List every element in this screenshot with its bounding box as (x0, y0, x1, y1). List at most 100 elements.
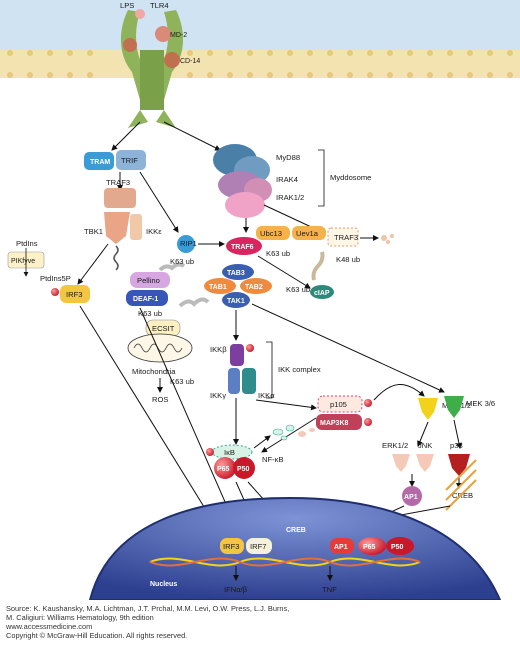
tab2-label: TAB2 (245, 284, 263, 291)
arrow-tak1-to-mek36 (251, 303, 445, 393)
myddosome-complex (213, 144, 272, 218)
ikke-label: IKKε (146, 227, 162, 236)
jnk-label: JNK (418, 441, 432, 450)
tlr4-label: TLR4 (150, 1, 169, 10)
trif-protein (116, 150, 146, 170)
arrow-deaf1-to-nucleus (139, 307, 241, 537)
ikk-bracket (266, 341, 273, 399)
creb-cyto-label: CREB (452, 491, 473, 500)
mitochondrion (127, 333, 193, 363)
arrow-mek12-to-erk (417, 421, 429, 447)
ptdins-label: PtdIns (16, 239, 38, 248)
ecsit-label: ECSIT (152, 324, 175, 333)
ros-label: ROS (152, 395, 168, 404)
dna-strand-2 (149, 557, 421, 567)
myd88-label: MyD88 (276, 153, 300, 162)
pikfyve-label: PIKfyve (11, 258, 35, 265)
ikk-complex-label: IKK complex (278, 365, 321, 374)
arrow-ikk-to-p105 (255, 399, 317, 411)
trif-label: TRIF (121, 156, 138, 165)
ciap-protein (310, 285, 334, 299)
tab3-label: TAB3 (227, 270, 245, 277)
ikka-label: IKKα (258, 391, 275, 400)
traf3-right-label: TRAF3 (334, 233, 358, 242)
tram-protein (84, 152, 114, 170)
uev1a-label: Uev1a (296, 229, 319, 238)
mek12-protein (418, 398, 438, 420)
mitochondria-label: Mitochondria (132, 367, 176, 376)
md2-label: MD-2 (170, 32, 187, 39)
plasma-membrane (0, 50, 520, 78)
nfkb-label: NF-κB (262, 455, 284, 464)
tak1-label: TAK1 (227, 298, 245, 305)
irf3-nuc-protein (220, 538, 244, 554)
tlr4-receptor (120, 9, 184, 128)
ptdins5p-label: PtdIns5P (40, 274, 71, 283)
pellino-protein (130, 272, 170, 288)
traf6-label: TRAF6 (231, 244, 254, 251)
mek36-protein (444, 396, 464, 418)
creb-nuc-label: CREB (286, 527, 306, 534)
traf3-k48ub-label: K48 ub (336, 255, 360, 264)
phospho-ikb (206, 448, 214, 456)
irak4-label: IRAK4 (276, 175, 298, 184)
creb-coil (445, 459, 477, 511)
arrow-receptor-to-tram (111, 121, 141, 151)
rip1-k63ub-label: K63 ub (170, 257, 194, 266)
ubiquitin-chain-rip1 (158, 262, 186, 272)
arrow-trif-to-rip1 (139, 171, 179, 233)
ciap-label: cIAP (314, 290, 330, 297)
tnf-label: TNF (322, 585, 337, 594)
arrow-irf3-to-nucleus (79, 305, 223, 537)
myddosome-label: Myddosome (330, 173, 371, 182)
rip1-label: RIP1 (180, 239, 197, 248)
tab1-label: TAB1 (209, 284, 227, 291)
credit-line-3: www.accessmedicine.com (6, 622, 93, 631)
ikkg-protein (228, 368, 240, 394)
arrow-traf6-to-ciap (257, 255, 311, 289)
tram-label: TRAM (90, 159, 110, 166)
cd14-label: CD-14 (180, 58, 200, 65)
ikkg-label: IKKγ (210, 391, 226, 400)
jnk-protein (416, 454, 434, 472)
p65-nuc-protein (358, 537, 386, 555)
p65-cyto-label: P65 (217, 466, 230, 473)
ubc13-label: Ubc13 (260, 229, 282, 238)
credit-line-1: Source: K. Kaushansky, M.A. Lichtman, J.… (6, 604, 290, 613)
irf7-nuc-label: IRF7 (250, 542, 266, 551)
p65-nuc-label: P65 (363, 544, 376, 551)
traf3-left-protein (104, 188, 136, 208)
p50-cyto-protein (233, 457, 255, 479)
ap1-cyto-protein (402, 486, 422, 506)
phospho-map3k8 (364, 418, 372, 426)
ciap-k63ub-label: K63 ub (286, 285, 310, 294)
arrow-tbk1-to-irf3 (77, 243, 109, 285)
ubiquitin-chain-ecsit (178, 297, 210, 308)
irf3-nuc-label: IRF3 (223, 542, 239, 551)
tab2-protein (240, 278, 272, 294)
p50-cyto-label: P50 (237, 466, 250, 473)
degraded-fragments (381, 234, 394, 244)
traf6-protein (226, 237, 262, 255)
p105-label: p105 (330, 400, 347, 409)
traf3-right-box (327, 227, 359, 247)
nucleus-label: Nucleus (150, 581, 177, 588)
ubiquitin-chain-ciap (311, 251, 325, 281)
lps-ligand (135, 9, 145, 19)
irf3-cyto-label: IRF3 (66, 290, 82, 299)
phospho-irf3 (51, 288, 59, 296)
erk12-label: ERK1/2 (382, 441, 408, 450)
nucleus (88, 496, 502, 601)
uev1a-protein (292, 226, 326, 240)
cd14-protein (164, 52, 180, 68)
irf3-cyto-protein (60, 285, 90, 303)
md2-protein (155, 26, 171, 42)
traf6-k63ub-label: K63 ub (266, 249, 290, 258)
ifn-label: IFNα/β (224, 585, 248, 594)
tbk1-label: TBK1 (84, 227, 103, 236)
lps-label: LPS (120, 1, 134, 10)
ikka-protein (242, 368, 256, 394)
p38-protein (448, 454, 470, 476)
ikk-k63ub-label: K63 ub (170, 377, 194, 386)
